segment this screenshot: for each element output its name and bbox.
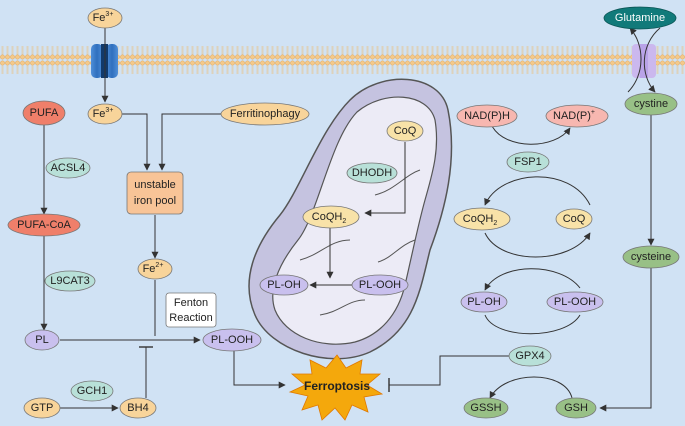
svg-text:GSH: GSH: [564, 402, 588, 414]
svg-text:BH4: BH4: [127, 402, 148, 414]
dhodh-enzyme-node: DHODH: [346, 162, 398, 184]
svg-text:Fe3+: Fe3+: [93, 11, 114, 25]
glutamine-node: Glutamine: [603, 6, 677, 30]
svg-text:CoQH2: CoQH2: [312, 211, 347, 225]
gsh-node: GSH: [555, 397, 597, 419]
svg-text:PUFA: PUFA: [30, 107, 59, 119]
svg-text:CoQH2: CoQH2: [463, 213, 498, 227]
bh4-node: BH4: [119, 397, 157, 419]
cystine-node: cystine: [624, 92, 678, 116]
svg-text:PL-OOH: PL-OOH: [211, 334, 253, 346]
gssh-node: GSSH: [463, 397, 509, 419]
svg-text:Fe2+: Fe2+: [143, 262, 164, 276]
unstable-iron-pool-node: unstable iron pool: [126, 171, 184, 215]
svg-text:Glutamine: Glutamine: [615, 12, 665, 24]
fe3-intracellular-node: Fe3+: [87, 103, 123, 125]
svg-text:NAD(P)+: NAD(P)+: [553, 109, 595, 123]
coq-mito-node: CoQ: [386, 120, 424, 142]
cysteine-node: cysteine: [622, 245, 680, 269]
svg-text:GTP: GTP: [31, 402, 54, 414]
svg-text:PL-OH: PL-OH: [267, 279, 301, 291]
gtp-node: GTP: [23, 397, 61, 419]
pl-node: PL: [24, 329, 60, 351]
svg-text:unstable: unstable: [134, 179, 176, 191]
pl-ooh-node: PL-OOH: [202, 328, 262, 352]
svg-text:PL-OOH: PL-OOH: [359, 279, 401, 291]
svg-text:PUFA-CoA: PUFA-CoA: [17, 219, 71, 231]
fsp1-enzyme-node: FSP1: [506, 151, 550, 173]
svg-text:ACSL4: ACSL4: [51, 162, 86, 174]
coq-right-node: CoQ: [555, 208, 593, 230]
pufa-node: PUFA: [22, 100, 66, 126]
svg-text:cystine: cystine: [634, 98, 668, 110]
fenton-reaction-box: Fenton Reaction: [165, 292, 217, 328]
svg-text:PL-OOH: PL-OOH: [554, 296, 596, 308]
svg-text:DHODH: DHODH: [352, 167, 392, 179]
ferritinophagy-node: Ferritinophagy: [220, 102, 310, 126]
svg-text:NAD(P)H: NAD(P)H: [464, 110, 510, 122]
acsl4-enzyme-node: ACSL4: [45, 157, 91, 179]
pl-oh-right-node: PL-OH: [460, 291, 508, 313]
fe2-node: Fe2+: [137, 258, 173, 280]
svg-text:CoQ: CoQ: [563, 213, 586, 225]
lpcat3-enzyme-node: L9CAT3: [44, 270, 96, 292]
svg-text:iron pool: iron pool: [134, 195, 176, 207]
svg-text:Fenton: Fenton: [174, 297, 208, 309]
nadp-node: NAD(P)+: [545, 104, 609, 128]
pl-ooh-mito-node: PL-OOH: [351, 274, 409, 296]
coqh2-right-node: CoQH2: [453, 207, 511, 231]
svg-text:L9CAT3: L9CAT3: [50, 275, 90, 287]
svg-text:GSSH: GSSH: [470, 402, 501, 414]
svg-text:Ferritinophagy: Ferritinophagy: [230, 108, 301, 120]
svg-text:GPX4: GPX4: [515, 350, 544, 362]
svg-text:Fe3+: Fe3+: [93, 107, 114, 121]
svg-text:FSP1: FSP1: [514, 156, 542, 168]
ferroptosis-burst-icon: Ferroptosis: [288, 354, 384, 421]
fe3-extracellular-node: Fe3+: [87, 7, 123, 29]
pl-ooh-right-node: PL-OOH: [546, 291, 604, 313]
svg-text:Ferroptosis: Ferroptosis: [304, 379, 370, 393]
pufa-coa-node: PUFA-CoA: [7, 213, 81, 237]
svg-text:Reaction: Reaction: [169, 312, 212, 324]
gpx4-enzyme-node: GPX4: [508, 345, 552, 367]
svg-text:GCH1: GCH1: [77, 385, 108, 397]
svg-text:PL: PL: [35, 334, 48, 346]
svg-text:cysteine: cysteine: [631, 251, 671, 263]
nadph-node: NAD(P)H: [456, 104, 518, 128]
pl-oh-mito-node: PL-OH: [259, 274, 309, 296]
gch1-enzyme-node: GCH1: [70, 380, 114, 402]
svg-text:CoQ: CoQ: [394, 125, 417, 137]
coqh2-mito-node: CoQH2: [302, 205, 360, 229]
svg-text:PL-OH: PL-OH: [467, 296, 501, 308]
